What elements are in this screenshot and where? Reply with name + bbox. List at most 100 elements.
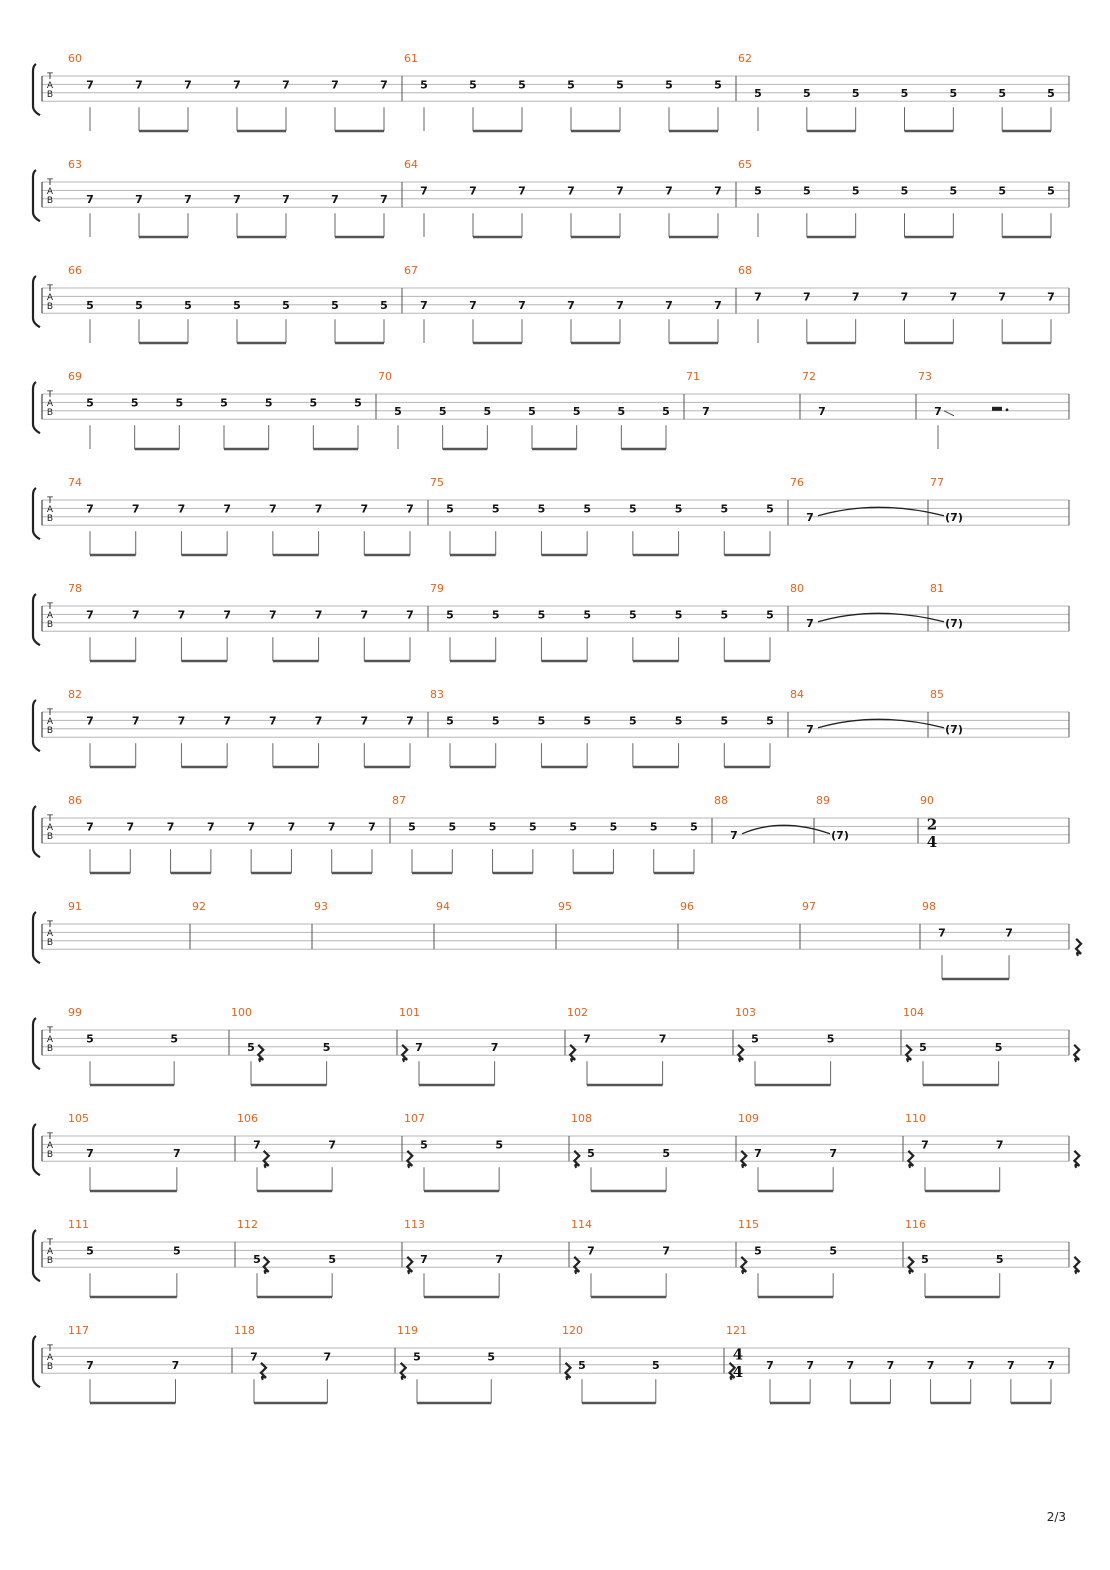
tab-clef-letter: B <box>47 832 53 842</box>
rest-dot <box>1005 408 1009 412</box>
fret-number: 7 <box>380 78 388 91</box>
measure-number: 119 <box>397 1324 418 1337</box>
time-signature-bottom: 4 <box>733 1363 743 1381</box>
fret-number: 7 <box>328 820 336 833</box>
tab-clef-letter: B <box>47 1256 53 1266</box>
measure-number: 113 <box>404 1218 425 1231</box>
system-bracket <box>31 63 41 117</box>
fret-number: 7 <box>178 502 186 515</box>
measure-number: 84 <box>790 688 804 701</box>
fret-number: 7 <box>665 299 673 312</box>
fret-number: 7 <box>233 78 241 91</box>
quarter-rest <box>736 1044 745 1063</box>
fret-number: 5 <box>629 502 637 515</box>
system-bracket <box>31 699 41 753</box>
fret-number: 5 <box>380 299 388 312</box>
fret-number: 5 <box>720 502 728 515</box>
fret-number: 7 <box>269 502 277 515</box>
quarter-rest <box>1072 1044 1081 1063</box>
measure-number: 69 <box>68 370 82 383</box>
measure-number: 101 <box>399 1006 420 1019</box>
fret-number: 7 <box>491 1041 499 1054</box>
fret-number: 7 <box>420 299 428 312</box>
tab-clef-letter: T <box>46 602 53 612</box>
measure-number: 75 <box>430 476 444 489</box>
measure-number: 98 <box>922 900 936 913</box>
fret-number: 5 <box>583 502 591 515</box>
measure-number: 66 <box>68 264 82 277</box>
fret-number: 5 <box>852 87 860 100</box>
tab-clef-letter: T <box>46 390 53 400</box>
fret-number: 7 <box>86 193 94 206</box>
fret-number: 5 <box>484 405 492 418</box>
fret-number: 5 <box>803 184 811 197</box>
fret-number: 7 <box>415 1041 423 1054</box>
measure-number: 60 <box>68 52 82 65</box>
tab-clef-letter: A <box>47 399 54 409</box>
fret-number: 7 <box>998 290 1006 303</box>
fret-number: 7 <box>86 1147 94 1160</box>
measure-number: 108 <box>571 1112 592 1125</box>
fret-number: 5 <box>714 78 722 91</box>
tab-clef-letter: A <box>47 717 54 727</box>
fret-number: 7 <box>806 511 814 524</box>
fret-number: 7 <box>184 78 192 91</box>
fret-number: 7 <box>406 714 414 727</box>
fret-number: 5 <box>446 714 454 727</box>
fret-number: 5 <box>86 299 94 312</box>
measure-number: 61 <box>404 52 418 65</box>
fret-number: 7 <box>901 290 909 303</box>
fret-number: 7 <box>469 184 477 197</box>
fret-number: 7 <box>253 1138 261 1151</box>
measure-number: 110 <box>905 1112 926 1125</box>
fret-number: 5 <box>665 78 673 91</box>
tab-clef-letter: B <box>47 1150 53 1160</box>
fret-number: 7 <box>86 820 94 833</box>
fret-number: 5 <box>448 820 456 833</box>
quarter-rest <box>739 1150 748 1169</box>
fret-number: 7 <box>420 184 428 197</box>
measure-number: 63 <box>68 158 82 171</box>
measure-number: 76 <box>790 476 804 489</box>
tab-clef-letter: T <box>46 1132 53 1142</box>
system-bracket <box>31 805 41 859</box>
fret-number: 5 <box>492 502 500 515</box>
fret-number: 7 <box>331 78 339 91</box>
fret-number: 7 <box>806 617 814 630</box>
fret-number: 7 <box>86 608 94 621</box>
fret-number-tied: (7) <box>945 511 963 524</box>
fret-number: 5 <box>675 714 683 727</box>
fret-number: 7 <box>86 502 94 515</box>
fret-number: 5 <box>469 78 477 91</box>
fret-number: 5 <box>901 87 909 100</box>
measure-number: 67 <box>404 264 418 277</box>
fret-number: 5 <box>919 1041 927 1054</box>
measure-number: 95 <box>558 900 572 913</box>
system-bracket <box>31 1335 41 1389</box>
fret-number: 5 <box>690 820 698 833</box>
fret-number: 7 <box>269 608 277 621</box>
tab-clef-letter: A <box>47 1035 54 1045</box>
fret-number: 7 <box>846 1359 854 1372</box>
fret-number: 5 <box>495 1138 503 1151</box>
fret-number: 7 <box>247 820 255 833</box>
fret-number: 5 <box>413 1350 421 1363</box>
fret-number: 5 <box>282 299 290 312</box>
fret-number: 5 <box>901 184 909 197</box>
fret-number: 5 <box>766 608 774 621</box>
measure-number: 80 <box>790 582 804 595</box>
fret-number: 5 <box>754 1244 762 1257</box>
fret-number-tied: (7) <box>945 617 963 630</box>
fret-number: 7 <box>583 1032 591 1045</box>
quarter-rest <box>399 1362 408 1381</box>
measure-number: 111 <box>68 1218 89 1231</box>
fret-number: 5 <box>754 87 762 100</box>
fret-number: 7 <box>420 1253 428 1266</box>
fret-number: 5 <box>803 87 811 100</box>
fret-number: 5 <box>852 184 860 197</box>
fret-number: 7 <box>282 78 290 91</box>
measure-number: 109 <box>738 1112 759 1125</box>
time-signature-top: 4 <box>733 1345 743 1363</box>
fret-number: 5 <box>766 502 774 515</box>
fret-number: 7 <box>315 608 323 621</box>
